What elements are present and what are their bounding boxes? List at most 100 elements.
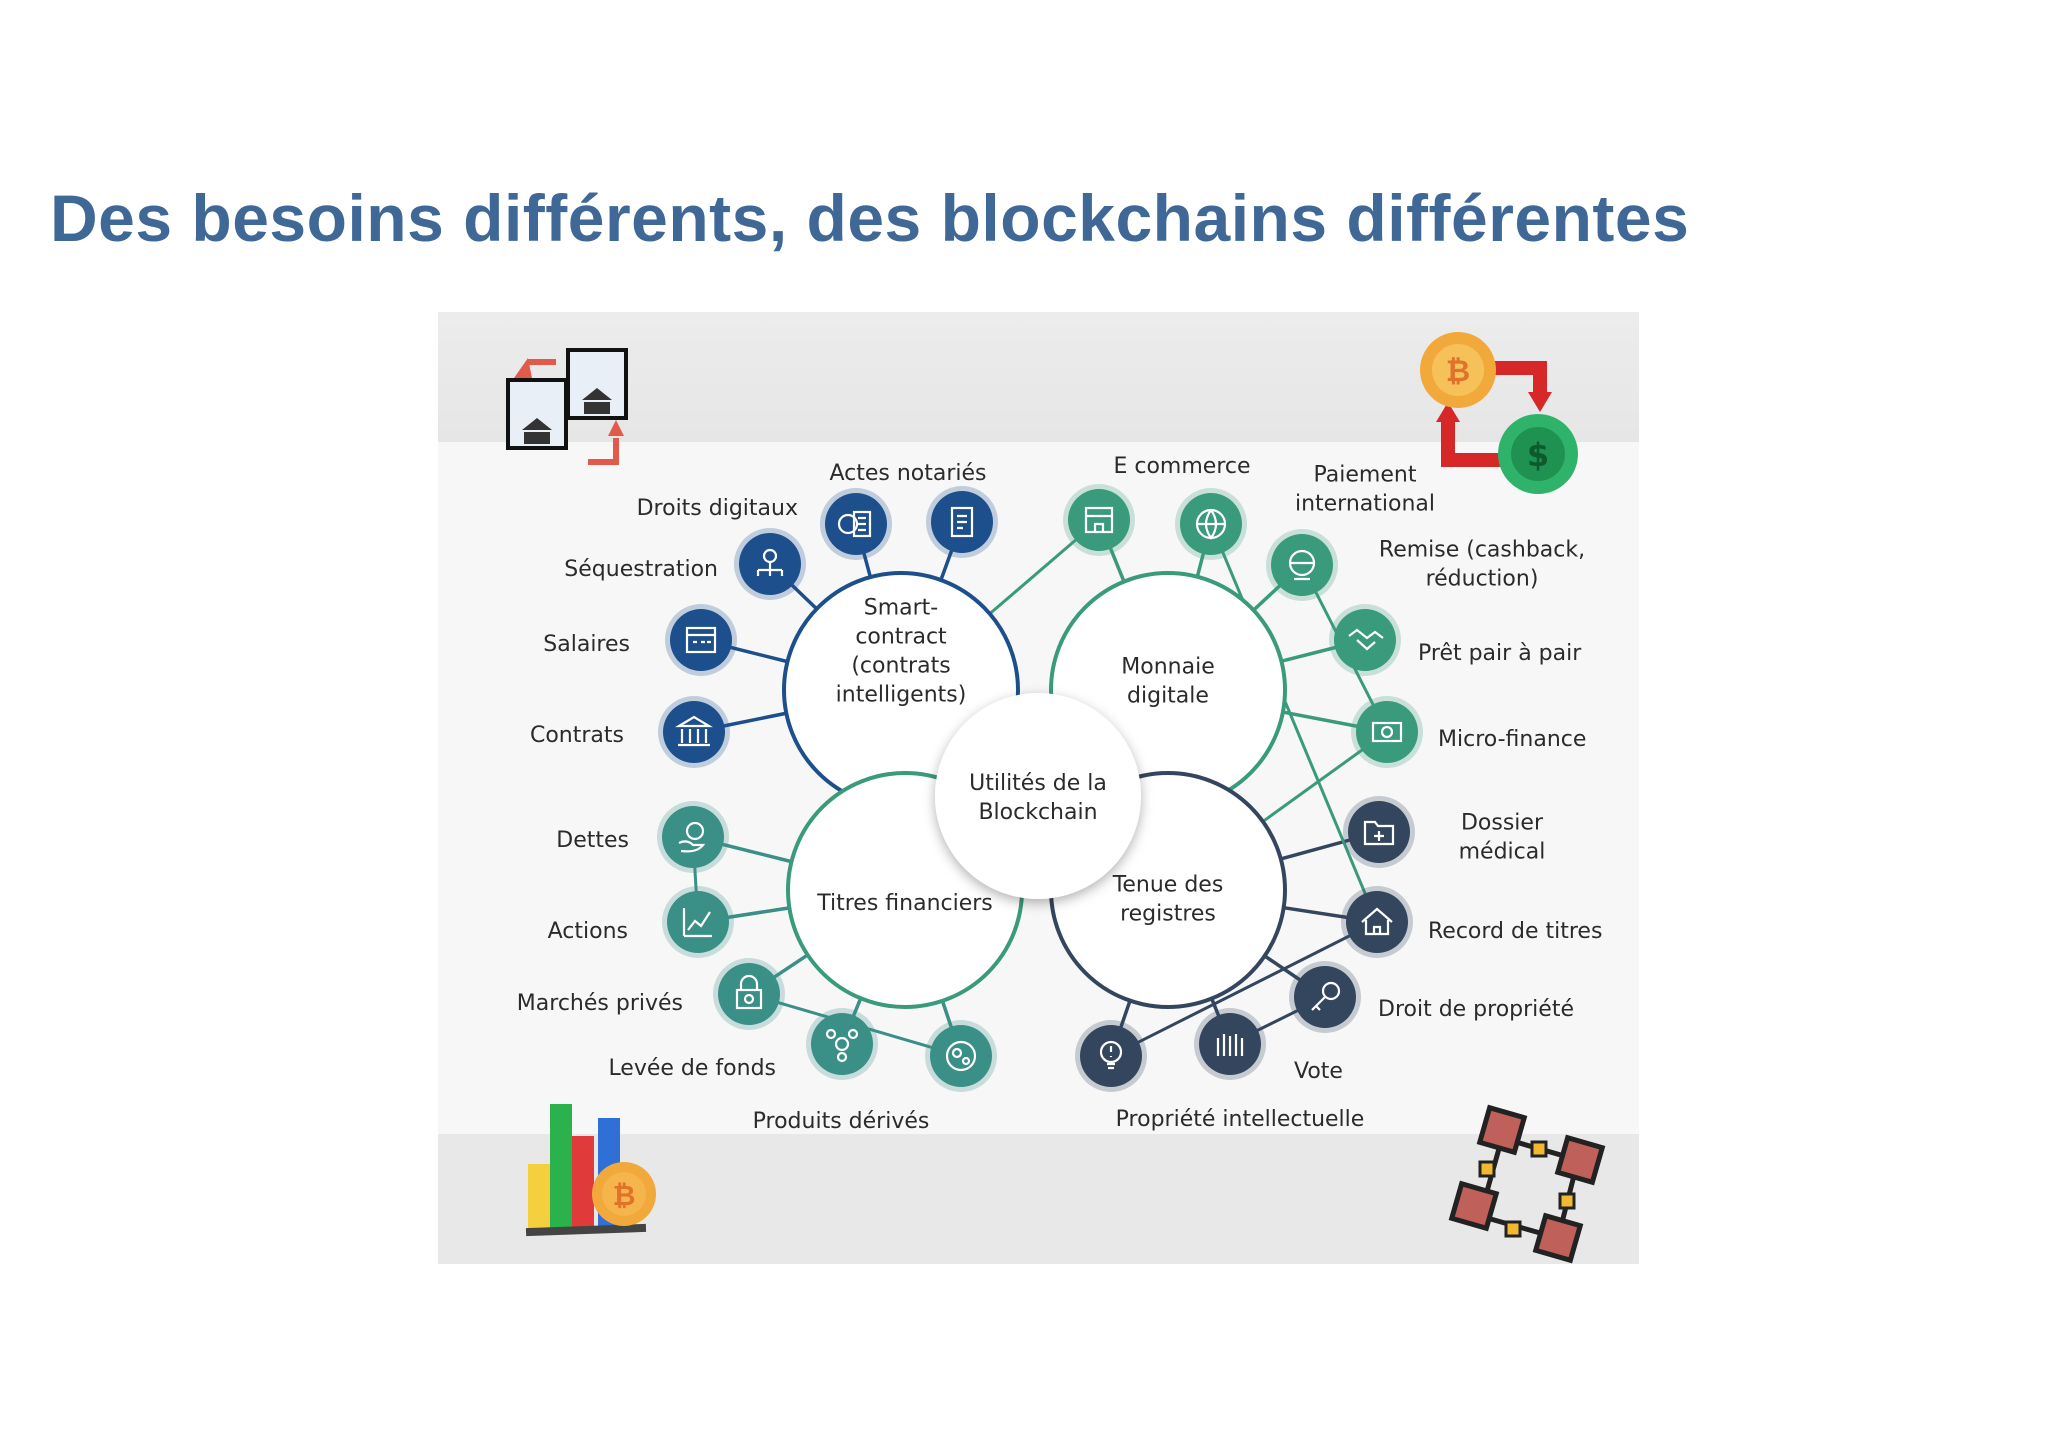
node-salaires: Salaires [543, 604, 737, 676]
lock-gear-icon [735, 974, 763, 1010]
node-label: Micro-finance [1438, 727, 1586, 752]
house-icon [1361, 907, 1393, 936]
connector-line [1110, 920, 1378, 1058]
node-label: Séquestration [564, 557, 718, 582]
node-label: Contrats [530, 723, 624, 748]
globe-icon [1195, 508, 1227, 540]
node-produits: Produits dérivés [753, 1020, 997, 1134]
key-icon [1311, 981, 1341, 1011]
network-person-icon [756, 548, 784, 576]
people-coin-icon [825, 1028, 859, 1063]
node-label: international [1295, 492, 1435, 517]
node-droit-propriete: Droit de propriété [1289, 961, 1574, 1033]
center-label: Utilités de la [969, 771, 1107, 796]
node-vote: Vote [1194, 1008, 1343, 1084]
node-label: Dossier [1461, 811, 1544, 836]
node-paiement: Paiement international [1175, 463, 1435, 560]
calendar-icon [685, 626, 717, 654]
svg-text:₿: ₿ [1446, 354, 1470, 389]
atom-icon [945, 1040, 977, 1072]
connector-line [1209, 523, 1379, 923]
node-label: Droit de propriété [1378, 997, 1574, 1022]
svg-text:$: $ [1527, 436, 1549, 474]
node-label: médical [1459, 840, 1546, 865]
svg-text:₿: ₿ [613, 1179, 636, 1212]
node-dossier: Dossier médical [1343, 796, 1545, 868]
node-propriete-intel: Propriété intellectuelle [1075, 1020, 1364, 1132]
node-label: E commerce [1113, 454, 1250, 479]
node-circle [1068, 489, 1130, 551]
handshake-icon [1348, 628, 1384, 651]
node-label: Levée de fonds [608, 1056, 776, 1081]
hub-label: Monnaie [1121, 655, 1214, 680]
node-sequestration: Séquestration [564, 528, 806, 600]
document-icon [950, 506, 974, 538]
node-record: Record de titres [1341, 886, 1602, 958]
node-circle [1346, 891, 1408, 953]
hub-label: Smart- [864, 596, 939, 621]
chart-up-icon [682, 908, 712, 938]
slide-title: Des besoins différents, des blockchains … [50, 181, 1690, 255]
node-micro: Micro-finance [1351, 696, 1586, 768]
node-label: Vote [1294, 1059, 1343, 1084]
node-contrats: Contrats [530, 696, 730, 768]
hub-label: digitale [1127, 684, 1209, 709]
blockchain-uses-diagram: Smart-contract (contrats intelligents) Monn… [438, 312, 1639, 1264]
center-node: Utilités de la Blockchain [935, 693, 1141, 899]
blockchain-blocks-icon [1448, 1104, 1606, 1264]
shop-icon [1084, 506, 1114, 534]
node-actions: Actions [548, 886, 734, 958]
node-label: Dettes [556, 828, 629, 853]
hub-label: Tenue des [1112, 873, 1224, 898]
hub-label: (contrats [851, 654, 950, 679]
bitcoin-bar-chart-icon: ₿ [525, 1104, 656, 1237]
hub-label: Titres financiers [816, 891, 993, 916]
node-marches-prives: Marchés privés [517, 958, 785, 1030]
node-pret: Prêt pair à pair [1329, 604, 1582, 676]
center-label: Blockchain [978, 800, 1097, 825]
node-levee: Levée de fonds [608, 1008, 878, 1081]
node-ecommerce: E commerce [1063, 454, 1251, 556]
bank-icon [675, 715, 713, 747]
bank-transfer-documents-icon [506, 348, 628, 465]
node-label: Propriété intellectuelle [1116, 1107, 1365, 1132]
hand-coin-icon [678, 821, 706, 853]
center-circle [935, 693, 1141, 899]
hub-label: contract [855, 625, 947, 650]
node-circle [670, 609, 732, 671]
diagram-canvas: Smart-contract (contrats intelligents) Monn… [438, 312, 1639, 1264]
globe-hand-icon [1288, 549, 1316, 581]
hub-label: intelligents) [836, 683, 967, 708]
node-actes: Actes notariés [829, 461, 998, 558]
medical-folder-icon [1363, 820, 1395, 846]
node-label: Droits digitaux [637, 496, 798, 521]
hub-circles: Smart-contract (contrats intelligents) Monn… [782, 571, 1287, 1009]
node-circle [663, 701, 725, 763]
node-label: Salaires [543, 632, 630, 657]
bitcoin-dollar-exchange-icon: ₿ $ [1420, 332, 1578, 494]
node-circle [662, 806, 724, 868]
node-remise: Remise (cashback, réduction) [1266, 529, 1585, 601]
node-label: Record de titres [1428, 919, 1602, 944]
node-label: réduction) [1426, 567, 1539, 592]
lightbulb-icon [1099, 1040, 1123, 1070]
node-dettes: Dettes [556, 801, 729, 873]
node-label: Paiement [1314, 463, 1417, 488]
node-circle [1356, 701, 1418, 763]
node-circle [667, 891, 729, 953]
node-label: Produits dérivés [753, 1109, 930, 1134]
node-circle [1271, 534, 1333, 596]
node-label: Marchés privés [517, 991, 683, 1016]
cash-icon [1371, 721, 1403, 743]
raised-hands-icon [1216, 1034, 1244, 1056]
node-droits-digitaux: Droits digitaux [637, 488, 892, 560]
node-label: Remise (cashback, [1379, 538, 1585, 563]
hub-label: registres [1120, 902, 1216, 927]
node-label: Actions [548, 919, 628, 944]
money-server-icon [837, 510, 872, 538]
node-label: Prêt pair à pair [1418, 641, 1582, 666]
node-circle [811, 1013, 873, 1075]
node-circle [1334, 609, 1396, 671]
node-label: Actes notariés [829, 461, 986, 486]
